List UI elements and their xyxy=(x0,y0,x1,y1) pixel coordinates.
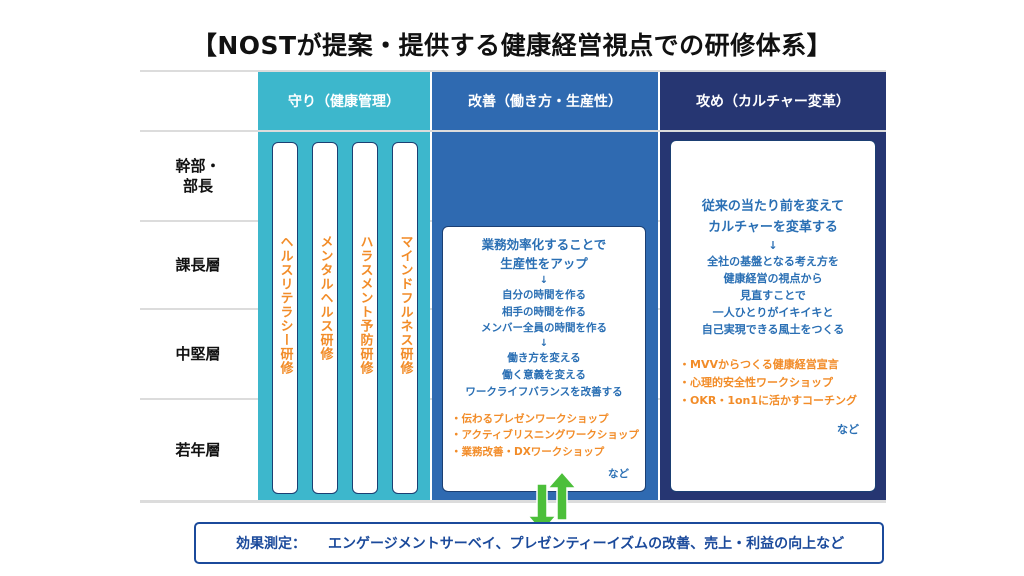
measurement-text: エンゲージメントサーベイ、プレゼンティーイズムの改善、売上・利益の向上など xyxy=(328,536,845,552)
measurement-label: 効果測定： xyxy=(236,536,306,552)
down-arrow-icon: ↓ xyxy=(539,338,549,350)
list-item: 伝わるプレゼンワークショップ xyxy=(451,411,645,428)
training-label: メンタルヘルス研修 xyxy=(317,235,333,361)
list-item: アクティブリスニングワークショップ xyxy=(451,427,645,444)
improve-etc: など xyxy=(608,468,629,480)
improve-workshop-list: 伝わるプレゼンワークショップ アクティブリスニングワークショップ 業務改善・DX… xyxy=(451,411,645,461)
training-label: ハラスメント予防研修 xyxy=(357,235,373,375)
column-header-improve: 改善（働き方・生産性） xyxy=(432,72,658,130)
attack-description: 全社の基盤となる考え方を 健康経営の視点から 見直すことで 一人ひとりがイキイキ… xyxy=(701,254,845,337)
row-label-managers: 課長層 xyxy=(175,255,221,274)
improve-steps-work: 働き方を変える 働く意義を変える ワークライフバランスを改善する xyxy=(465,352,623,398)
row-label-executives: 幹部・ 部長 xyxy=(175,156,221,195)
up-down-arrows-icon xyxy=(526,470,578,534)
effect-measurement-bar: 効果測定： エンゲージメントサーベイ、プレゼンティーイズムの改善、売上・利益の向… xyxy=(194,522,884,564)
improve-headline: 業務効率化することで 生産性をアップ xyxy=(481,237,607,272)
list-item: 心理的安全性ワークショップ xyxy=(679,374,875,392)
attack-etc: など xyxy=(837,423,859,436)
list-item: 業務改善・DXワークショップ xyxy=(451,444,645,461)
down-arrow-icon: ↓ xyxy=(539,274,549,286)
improve-steps-time: 自分の時間を作る 相手の時間を作る メンバー全員の時間を作る xyxy=(481,288,607,335)
row-label-junior: 若年層 xyxy=(175,440,221,459)
row-label-mid-level: 中堅層 xyxy=(175,344,221,363)
training-label: ヘルスリテラシー研修 xyxy=(277,235,293,375)
training-pill-mindfulness: マインドフルネス研修 xyxy=(392,142,418,494)
training-pill-health-literacy: ヘルスリテラシー研修 xyxy=(272,142,298,494)
list-item: OKR・1on1に活かすコーチング xyxy=(679,392,875,410)
column-header-defense: 守り（健康管理） xyxy=(258,72,430,130)
training-pill-harassment: ハラスメント予防研修 xyxy=(352,142,378,494)
column-header-attack: 攻め（カルチャー変革） xyxy=(660,72,886,130)
improve-card: 業務効率化することで 生産性をアップ ↓ 自分の時間を作る 相手の時間を作る メ… xyxy=(442,226,646,492)
training-pill-mental-health: メンタルヘルス研修 xyxy=(312,142,338,494)
attack-workshop-list: MVVからつくる健康経営宣言 心理的安全性ワークショップ OKR・1on1に活か… xyxy=(679,356,875,410)
attack-card: 従来の当たり前を変えて カルチャーを変革する ↓ 全社の基盤となる考え方を 健康… xyxy=(670,140,876,492)
page-title: 【NOSTが提案・提供する健康経営視点での研修体系】 xyxy=(191,31,833,60)
list-item: MVVからつくる健康経営宣言 xyxy=(679,356,875,374)
attack-headline: 従来の当たり前を変えて カルチャーを変革する xyxy=(701,199,845,235)
training-label: マインドフルネス研修 xyxy=(397,235,413,375)
down-arrow-icon: ↓ xyxy=(768,238,778,252)
